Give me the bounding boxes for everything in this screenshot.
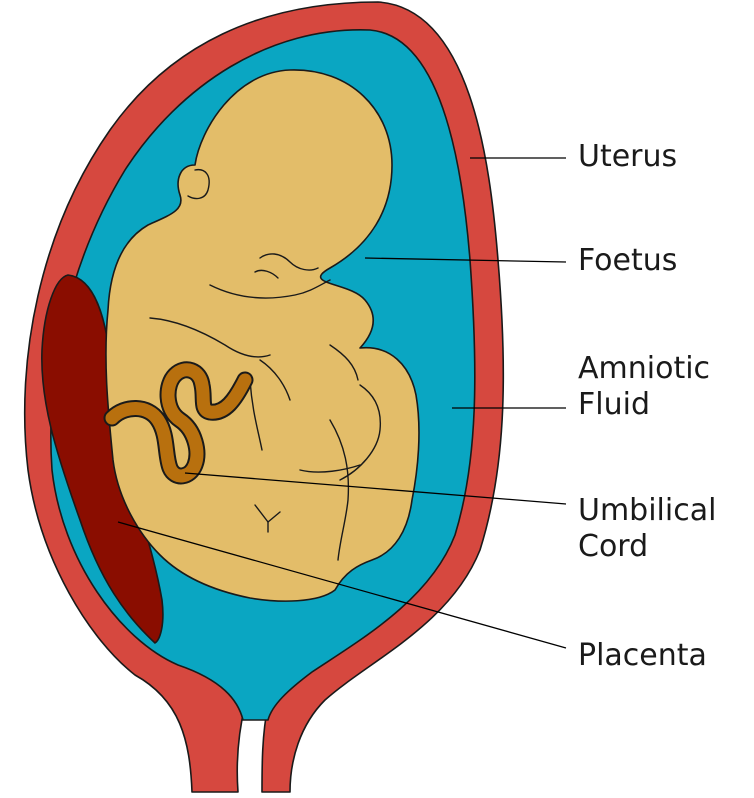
labels: Uterus Foetus Amniotic Fluid Umbilical C… xyxy=(578,139,716,673)
label-cord: Cord xyxy=(578,529,648,564)
label-placenta: Placenta xyxy=(578,638,707,673)
label-uterus: Uterus xyxy=(578,139,677,174)
label-umbilical: Umbilical xyxy=(578,493,716,528)
label-amniotic: Amniotic xyxy=(578,351,710,386)
label-fluid: Fluid xyxy=(578,387,650,422)
label-foetus: Foetus xyxy=(578,243,677,278)
